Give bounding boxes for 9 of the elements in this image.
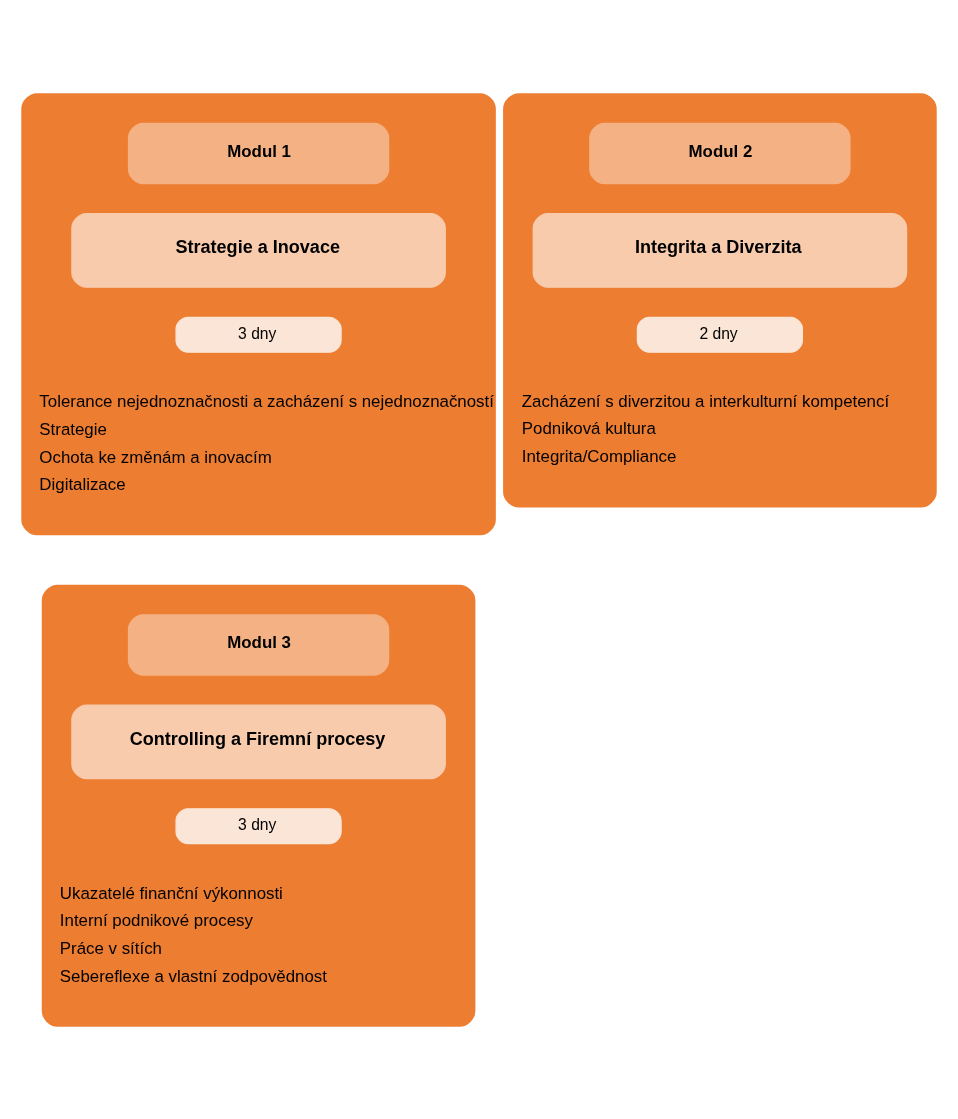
node-box: Strategie a Inovace (71, 212, 446, 288)
node-box: 3 dny (175, 807, 342, 844)
node-box: Modul 3 (127, 613, 390, 676)
node-box: Modul 2 (589, 122, 851, 184)
node-box: Integrita a Diverzita (532, 212, 908, 288)
node-box: Controlling a Firemní procesy (71, 704, 446, 779)
node-box: 3 dny (175, 316, 342, 353)
node-box: 2 dny (636, 316, 803, 353)
node-box: Modul 1 (127, 122, 390, 184)
